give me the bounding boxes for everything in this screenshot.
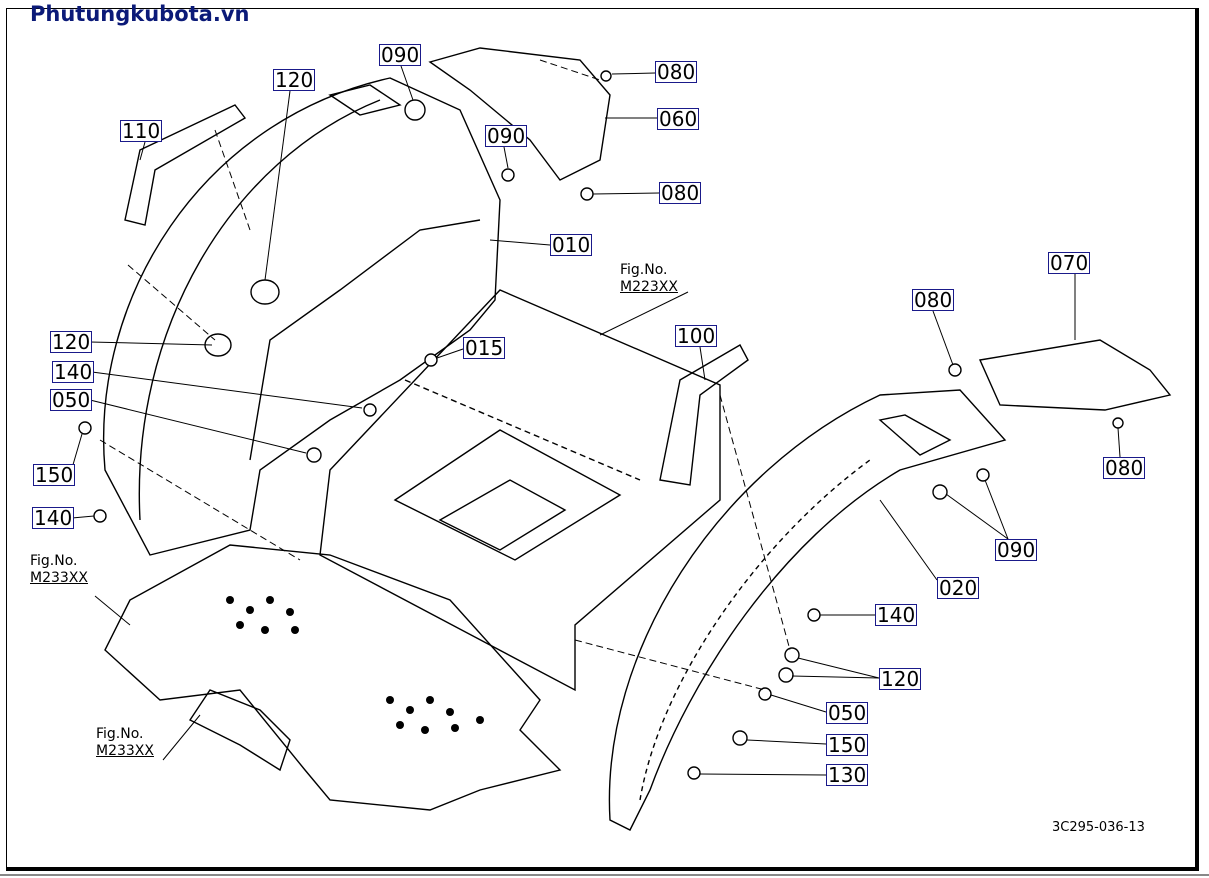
fig-ref-left[interactable]: Fig.No. M233XX bbox=[30, 553, 88, 587]
drawing-code: 3C295-036-13 bbox=[1052, 820, 1145, 835]
rear-cover-060 bbox=[428, 47, 611, 181]
floor-plate bbox=[104, 544, 562, 811]
rear-cover-070 bbox=[978, 339, 1172, 411]
part-label-050[interactable]: 050 bbox=[50, 388, 93, 412]
part-label-080[interactable]: 080 bbox=[912, 288, 955, 312]
drawing-frame bbox=[6, 8, 1199, 871]
fig-ref-bottom[interactable]: Fig.No. M233XX bbox=[96, 726, 154, 760]
fig-prefix: Fig.No. bbox=[30, 553, 78, 569]
part-label-110[interactable]: 110 bbox=[120, 119, 163, 143]
center-frame bbox=[319, 289, 721, 692]
part-label-060[interactable]: 060 bbox=[657, 107, 700, 131]
right-fender-020 bbox=[608, 389, 1007, 831]
site-logo[interactable]: Phutungkubota.vn bbox=[30, 2, 250, 26]
fig-prefix: Fig.No. bbox=[96, 726, 144, 742]
right-handle-100 bbox=[659, 344, 749, 486]
divider bbox=[0, 874, 1209, 876]
part-label-070[interactable]: 070 bbox=[1048, 251, 1091, 275]
part-label-130[interactable]: 130 bbox=[826, 763, 869, 787]
left-fender-010 bbox=[103, 77, 501, 556]
part-label-020[interactable]: 020 bbox=[937, 576, 980, 600]
part-label-140[interactable]: 140 bbox=[32, 506, 75, 530]
fig-number: M223XX bbox=[620, 279, 678, 295]
part-label-090[interactable]: 090 bbox=[995, 538, 1038, 562]
part-label-050[interactable]: 050 bbox=[826, 701, 869, 725]
part-label-080[interactable]: 080 bbox=[659, 181, 702, 205]
part-label-140[interactable]: 140 bbox=[52, 360, 95, 384]
part-label-140[interactable]: 140 bbox=[875, 603, 918, 627]
fig-number: M233XX bbox=[30, 570, 88, 586]
part-label-120[interactable]: 120 bbox=[879, 667, 922, 691]
part-label-120[interactable]: 120 bbox=[50, 330, 93, 354]
part-label-080[interactable]: 080 bbox=[1103, 456, 1146, 480]
part-label-010[interactable]: 010 bbox=[550, 233, 593, 257]
part-label-090[interactable]: 090 bbox=[379, 43, 422, 67]
part-label-080[interactable]: 080 bbox=[655, 60, 698, 84]
part-label-150[interactable]: 150 bbox=[826, 733, 869, 757]
fig-prefix: Fig.No. bbox=[620, 262, 668, 278]
part-label-015[interactable]: 015 bbox=[463, 336, 506, 360]
fig-ref-top[interactable]: Fig.No. M223XX bbox=[620, 262, 678, 296]
fig-number: M233XX bbox=[96, 743, 154, 759]
part-label-090[interactable]: 090 bbox=[485, 124, 528, 148]
part-label-100[interactable]: 100 bbox=[675, 324, 718, 348]
left-handle-110 bbox=[124, 104, 247, 226]
part-label-150[interactable]: 150 bbox=[33, 463, 76, 487]
part-label-120[interactable]: 120 bbox=[273, 68, 316, 92]
